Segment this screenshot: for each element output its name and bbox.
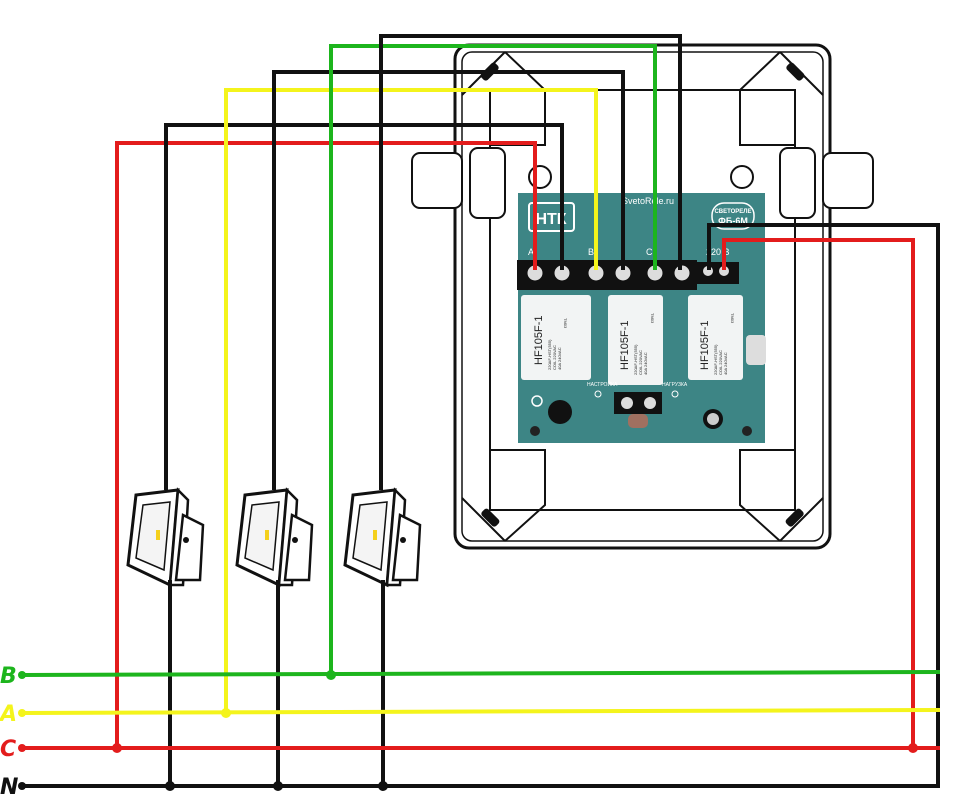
- wire-power-n: [707, 223, 940, 786]
- relay-spec: 220AF-HST(555): [713, 344, 718, 375]
- relay-model: HF105F-1: [619, 320, 631, 370]
- channel-a-label: A: [528, 247, 534, 257]
- relay-model: HF105F-1: [699, 320, 711, 370]
- relay-spec: 40A 240VAC: [723, 352, 728, 375]
- wires: [115, 34, 940, 786]
- model-line2: ФБ-6М: [718, 216, 748, 226]
- relay-3: HF105F-1 220AF-HST(555) COIL 220VAC 40A …: [688, 295, 743, 380]
- relay-spec: 40A 240VAC: [643, 352, 648, 375]
- floodlight-icon: [343, 487, 422, 588]
- sensitivity-knob[interactable]: [548, 400, 572, 424]
- wire-lamp2-out: [272, 70, 625, 490]
- relay-code: TM03: [730, 313, 735, 324]
- brand-logo: НТК: [535, 211, 566, 228]
- sun-icon: [531, 395, 543, 407]
- relay-spec: 220AF-HST(555): [633, 344, 638, 375]
- setting-label: НАСТРОЙКА: [587, 380, 618, 388]
- wire-power-c: [722, 238, 915, 748]
- floodlight-icon: [235, 487, 314, 588]
- floodlights: [126, 487, 422, 588]
- load-label: НАГРУЗКА: [662, 382, 688, 388]
- power-label: 220 В: [706, 247, 730, 257]
- relay-2: HF105F-1 220AF-HST(555) COIL 220VAC 40A …: [608, 295, 663, 385]
- photoresistor: [628, 414, 648, 428]
- floodlight-icon: [126, 487, 205, 588]
- junction-dots: [18, 670, 918, 791]
- relay-1: HF105F-1 220AF-HST(555) COIL 220VAC 40A …: [521, 295, 591, 380]
- relay-board: НТК SvetoRele.ru СВЕТОРЕЛЕ ФБ-6М A B C 2…: [517, 193, 766, 443]
- channel-b-label: B: [588, 247, 594, 257]
- relay-spec: COIL 220VAC: [718, 350, 723, 375]
- wire-phase-c: [115, 141, 537, 748]
- relay-spec: 220AF-HST(555): [547, 339, 552, 370]
- bus-a: [21, 708, 941, 715]
- relay-code: TM03: [563, 318, 568, 329]
- model-line1: СВЕТОРЕЛЕ: [714, 209, 751, 215]
- channel-c-label: C: [646, 247, 653, 257]
- bus-b: [21, 670, 941, 677]
- bus-n-label: N: [0, 775, 18, 800]
- wire-lamp1-out: [164, 123, 564, 490]
- relay-spec: 40A 240VAC: [557, 347, 562, 370]
- bus-a-label: A: [0, 702, 17, 727]
- bus-b-label: B: [0, 664, 17, 689]
- relay-spec: COIL 220VAC: [638, 350, 643, 375]
- relay-model: HF105F-1: [533, 315, 545, 365]
- wire-phase-b: [329, 44, 657, 675]
- wire-lamp3-out: [379, 34, 682, 490]
- wire-phase-a: [224, 88, 598, 713]
- bus-lines: [21, 670, 941, 788]
- bus-c-label: C: [0, 737, 16, 762]
- site-label: SvetoRele.ru: [622, 196, 674, 206]
- relay-code: TM03: [650, 313, 655, 324]
- relay-spec: COIL 220VAC: [552, 345, 557, 370]
- resistor-icon: [746, 335, 766, 365]
